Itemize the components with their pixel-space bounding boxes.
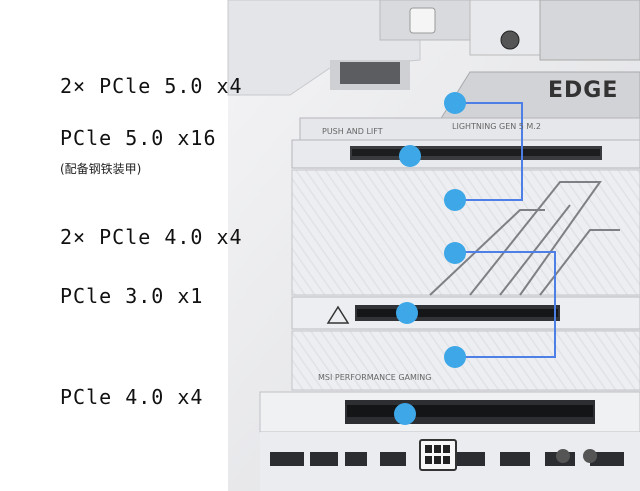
board-brand-logo: EDGE — [548, 78, 619, 103]
pcie-5-x4-routing-line — [455, 102, 523, 201]
marker-pcie3-x1 — [396, 302, 418, 324]
marker-pcie4-x4-a — [444, 242, 466, 264]
label-pcie4-x4: PCle 4.0 x4 — [60, 385, 204, 409]
marker-pcie5-x4-b — [444, 189, 466, 211]
motherboard-photo — [227, 0, 640, 491]
label-pcie3-x1: PCle 3.0 x1 — [60, 284, 204, 308]
label-pcie4-x4-dual: 2× PCle 4.0 x4 — [60, 225, 243, 249]
label-pcie5-x4: 2× PCle 5.0 x4 — [60, 74, 243, 98]
marker-pcie4-x4-b — [444, 346, 466, 368]
label-pcie5-x16-note: (配备钢铁装甲) — [60, 162, 142, 176]
marker-pcie5-x4-a — [444, 92, 466, 114]
push-and-lift-text: PUSH AND LIFT — [322, 127, 383, 136]
label-pcie5-x16: PCle 5.0 x16 — [60, 126, 217, 150]
marker-pcie5-x16 — [399, 145, 421, 167]
marker-pcie4-x4-bottom — [394, 403, 416, 425]
lightning-gen-text: LIGHTNING GEN 5 M.2 — [452, 122, 541, 131]
pcie-4-x4-routing-line — [455, 251, 556, 358]
performance-gaming-text: MSI PERFORMANCE GAMING — [318, 373, 432, 382]
